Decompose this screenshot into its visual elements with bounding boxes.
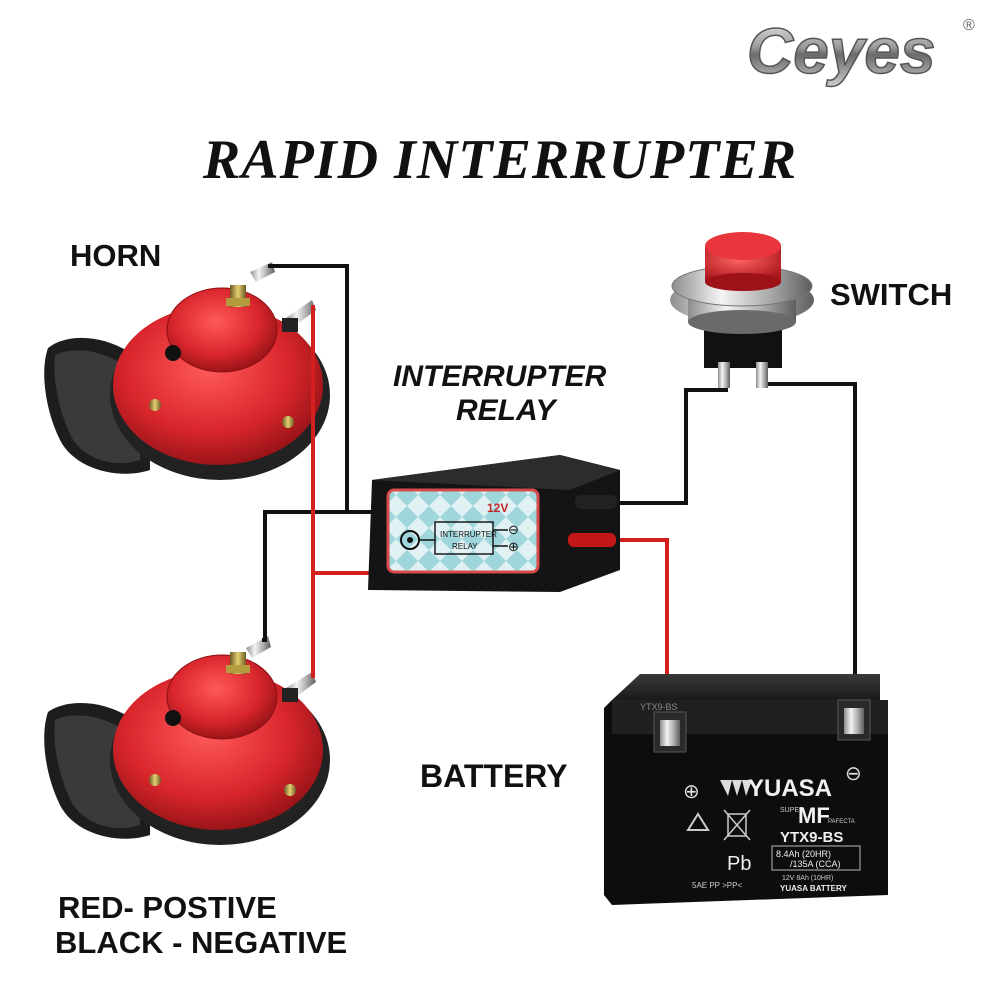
battery-minus-sign: ⊖	[845, 763, 862, 785]
horn-bottom	[44, 636, 330, 845]
relay-plus: ⊕	[508, 539, 519, 554]
battery-plus-sign: ⊕	[683, 781, 700, 803]
wire-black-horn-bottom	[262, 510, 347, 642]
wire-black-switch-battery	[762, 378, 857, 710]
battery-bottom-brand: YUASA BATTERY	[780, 884, 847, 893]
battery-label: BATTERY	[420, 758, 568, 794]
battery-top-model: YTX9-BS	[640, 702, 678, 712]
wire-red-relay-battery	[615, 538, 669, 740]
legend-positive: RED- POSTIVE	[58, 890, 277, 925]
relay-label-line1: INTERRUPTER	[393, 360, 607, 393]
wire-black-horn-top	[268, 264, 378, 514]
crossed-bin-icon	[723, 809, 751, 841]
switch-label: SWITCH	[830, 277, 953, 312]
legend-negative: BLACK - NEGATIVE	[55, 925, 348, 960]
relay-label-line2: RELAY	[456, 394, 556, 427]
horn-label: HORN	[70, 238, 162, 273]
push-switch	[670, 232, 814, 388]
wire-black-relay-switch	[615, 378, 728, 505]
brand-logo-text: Ceyes	[747, 15, 936, 87]
interrupter-relay: 12V INTERRUPTER RELAY ⊖ ⊕	[368, 455, 620, 592]
relay-minus: ⊖	[508, 522, 519, 537]
battery-spec-2: /135A (CCA)	[790, 859, 841, 869]
battery: YTX9-BS ⊕ ⊖ YUASA SUPER MF PAFECTA YTX9-…	[604, 674, 888, 905]
page-title: RAPID INTERRUPTER	[202, 129, 798, 191]
battery-super: SUPER	[780, 807, 804, 814]
battery-series: MF	[798, 803, 830, 828]
relay-panel-text-1: INTERRUPTER	[440, 530, 497, 539]
battery-model: YTX9-BS	[780, 829, 843, 846]
brand-logo: Ceyes ®	[746, 14, 975, 88]
battery-pb: Pb	[727, 853, 751, 875]
recycle-icon	[686, 812, 710, 831]
horn-top	[44, 262, 330, 480]
battery-brand: YUASA	[748, 775, 832, 802]
relay-voltage: 12V	[487, 501, 508, 515]
battery-bottom-codes: 5AE PP >PP<	[692, 881, 742, 890]
battery-perfecta: PAFECTA	[828, 819, 855, 825]
registered-mark: ®	[963, 17, 975, 34]
battery-spec-3: 12V 8Ah (10HR)	[782, 875, 833, 882]
battery-spec-1: 8.4Ah (20HR)	[776, 849, 831, 859]
relay-panel-text-2: RELAY	[452, 542, 478, 551]
